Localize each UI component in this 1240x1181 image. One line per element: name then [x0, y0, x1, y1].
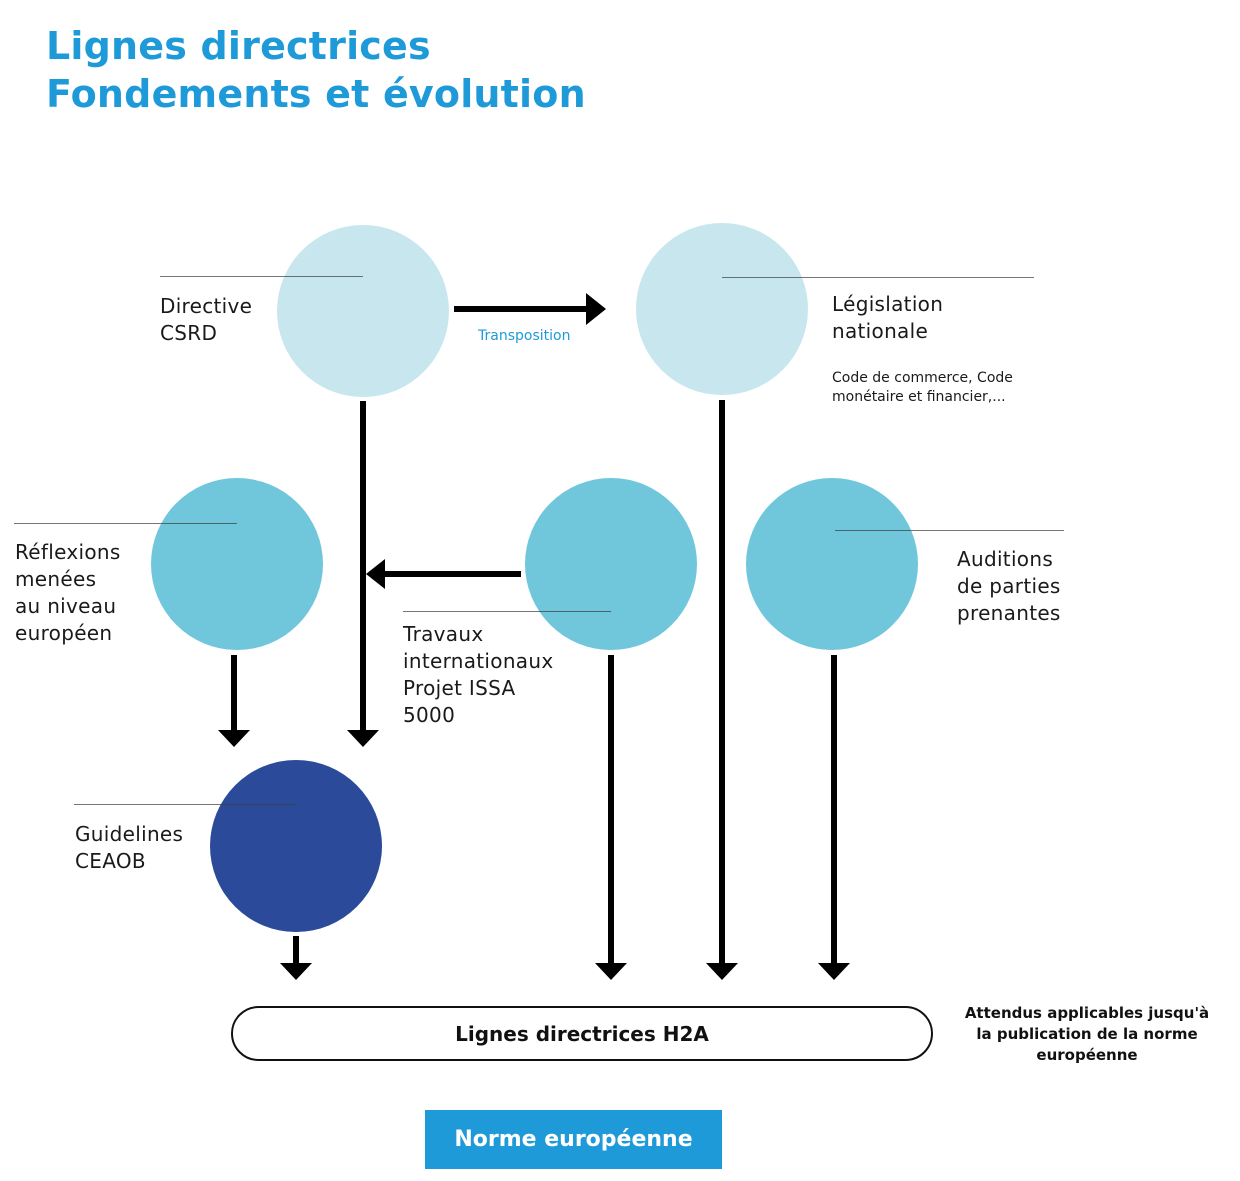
reflexions-line-1: Réflexions: [15, 540, 121, 564]
arrow-auditions-to-h2a: [818, 655, 850, 980]
travaux-leader-line: [403, 611, 611, 612]
note-line-2: la publication de la norme: [976, 1025, 1198, 1043]
node-travaux-circle: [525, 478, 697, 650]
norme-label: Norme européenne: [454, 1127, 693, 1152]
node-auditions-circle: [746, 478, 918, 650]
arrow-travaux-to-csrd-line: [366, 559, 521, 589]
reflexions-line-2: menées: [15, 567, 97, 591]
travaux-line-2: internationaux: [403, 649, 554, 673]
ceaob-line-1: Guidelines: [75, 822, 184, 846]
travaux-line-4: 5000: [403, 703, 456, 727]
travaux-line-1: Travaux: [403, 622, 484, 646]
reflexions-line-3: au niveau: [15, 594, 117, 618]
arrow-transposition: [454, 293, 606, 325]
arrow-legislation-to-h2a: [706, 400, 738, 980]
title-line-1: Lignes directrices: [46, 24, 431, 68]
h2a-label: Lignes directrices H2A: [455, 1021, 709, 1046]
node-ceaob-circle: [210, 760, 382, 932]
reflexions-leader-line: [14, 523, 237, 524]
node-legislation-label: Législation nationale: [832, 291, 943, 345]
arrow-travaux-to-h2a: [595, 655, 627, 980]
note-line-3: européenne: [1036, 1046, 1138, 1064]
csrd-line-2: CSRD: [160, 321, 218, 345]
note-line-1: Attendus applicables jusqu'à: [964, 1004, 1210, 1022]
page-title: Lignes directrices Fondements et évoluti…: [46, 22, 586, 118]
h2a-note: Attendus applicables jusqu'à la publicat…: [948, 1003, 1226, 1066]
node-legislation-detail: Code de commerce, Code monétaire et fina…: [832, 369, 1013, 407]
auditions-line-1: Auditions: [957, 547, 1054, 571]
ceaob-leader-line: [74, 804, 296, 805]
norme-europeenne-box: Norme européenne: [425, 1110, 722, 1169]
node-travaux-label: Travaux internationaux Projet ISSA 5000: [403, 621, 553, 729]
node-reflexions-label: Réflexions menées au niveau européen: [15, 539, 121, 647]
node-csrd-label: Directive CSRD: [160, 293, 252, 347]
auditions-line-3: prenantes: [957, 601, 1061, 625]
auditions-leader-line: [835, 530, 1064, 531]
reflexions-line-4: européen: [15, 621, 113, 645]
node-legislation-circle: [636, 223, 808, 395]
travaux-line-3: Projet ISSA: [403, 676, 516, 700]
node-csrd-circle: [277, 225, 449, 397]
ceaob-line-2: CEAOB: [75, 849, 146, 873]
auditions-line-2: de parties: [957, 574, 1061, 598]
arrow-ceaob-to-h2a: [280, 936, 312, 980]
legislation-detail-line-2: monétaire et financier,...: [832, 389, 1006, 405]
title-line-2: Fondements et évolution: [46, 72, 586, 116]
node-reflexions-circle: [151, 478, 323, 650]
arrow-csrd-to-ceaob: [347, 401, 379, 747]
legislation-leader-line: [722, 277, 1034, 278]
node-ceaob-label: Guidelines CEAOB: [75, 821, 183, 875]
legislation-line-2: nationale: [832, 319, 929, 343]
h2a-guidelines-box: Lignes directrices H2A: [231, 1006, 933, 1061]
node-auditions-label: Auditions de parties prenantes: [957, 546, 1061, 627]
csrd-line-1: Directive: [160, 294, 253, 318]
legislation-line-1: Législation: [832, 292, 944, 316]
transposition-label: Transposition: [478, 328, 571, 344]
arrow-reflexions-to-ceaob: [218, 655, 250, 747]
csrd-leader-line: [160, 276, 363, 277]
legislation-detail-line-1: Code de commerce, Code: [832, 370, 1013, 386]
